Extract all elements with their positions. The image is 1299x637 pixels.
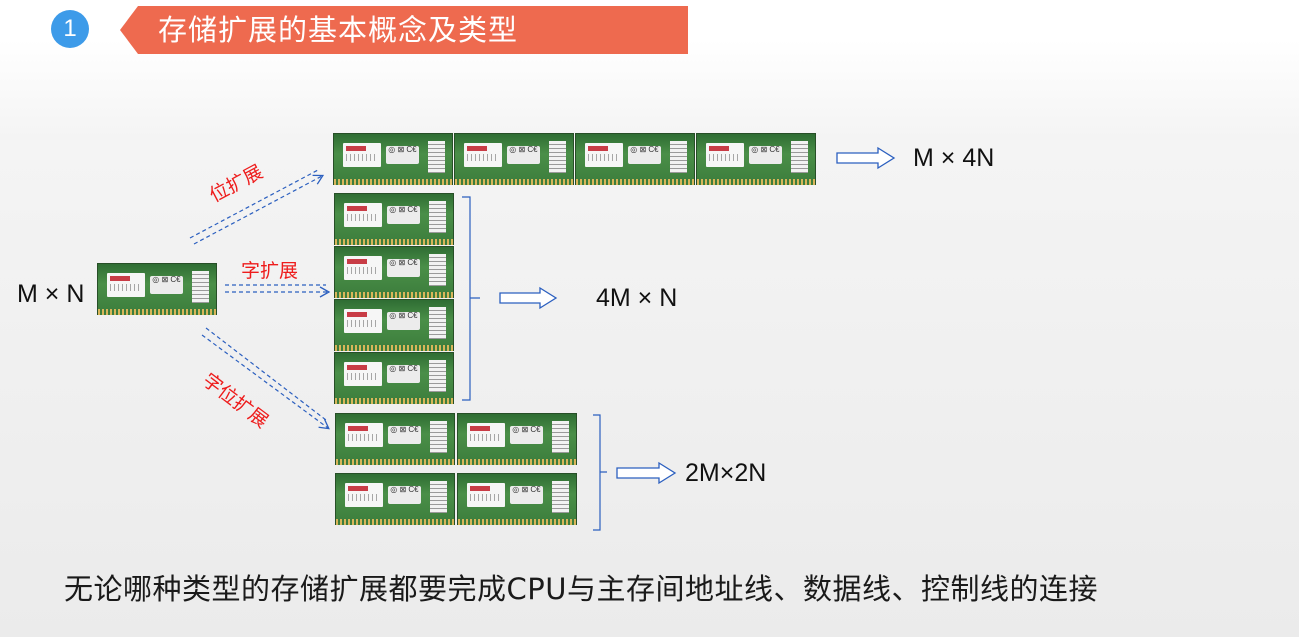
word-expansion-label: 字扩展 xyxy=(241,260,299,282)
word-expansion-ram-module-icon xyxy=(334,193,454,245)
word-bit-expansion-dashed-arrow xyxy=(201,327,330,430)
word-expansion-ram-module-icon xyxy=(334,352,454,404)
bit-expansion-dashed-arrow xyxy=(189,169,325,245)
bit-expansion-ram-module-icon xyxy=(575,133,695,185)
word-bit-expansion-ram-module-icon xyxy=(335,473,455,525)
page-title: 存储扩展的基本概念及类型 xyxy=(158,13,519,47)
word-result-arrow-icon xyxy=(499,286,558,310)
summary-text: 无论哪种类型的存储扩展都要完成CPU与主存间地址线、数据线、控制线的连接 xyxy=(64,572,1098,606)
source-label: M × N xyxy=(17,280,85,308)
title-banner xyxy=(120,6,688,54)
bit-expansion-ram-module-icon xyxy=(333,133,453,185)
word-expansion-ram-module-icon xyxy=(334,299,454,351)
word-bit-expansion-ram-module-icon xyxy=(335,413,455,465)
bit-expansion-ram-module-icon xyxy=(696,133,816,185)
word-expansion-ram-module-icon xyxy=(334,246,454,298)
bit-result-arrow-icon xyxy=(836,146,896,170)
word-expansion-result: 4M × N xyxy=(596,284,678,312)
word-expansion-dashed-arrow xyxy=(225,284,331,298)
word-bit-expansion-ram-module-icon xyxy=(457,473,577,525)
bit-expansion-ram-module-icon xyxy=(454,133,574,185)
word-expansion-bracket xyxy=(462,196,480,401)
step-number-badge: 1 xyxy=(51,10,89,48)
word-bit-expansion-ram-module-icon xyxy=(457,413,577,465)
word-bit-expansion-result: 2M×2N xyxy=(685,459,767,487)
source-ram-module-icon xyxy=(97,263,217,315)
word-bit-expansion-bracket xyxy=(593,414,607,531)
word-bit-result-arrow-icon xyxy=(616,461,677,485)
bit-expansion-result: M × 4N xyxy=(913,144,995,172)
